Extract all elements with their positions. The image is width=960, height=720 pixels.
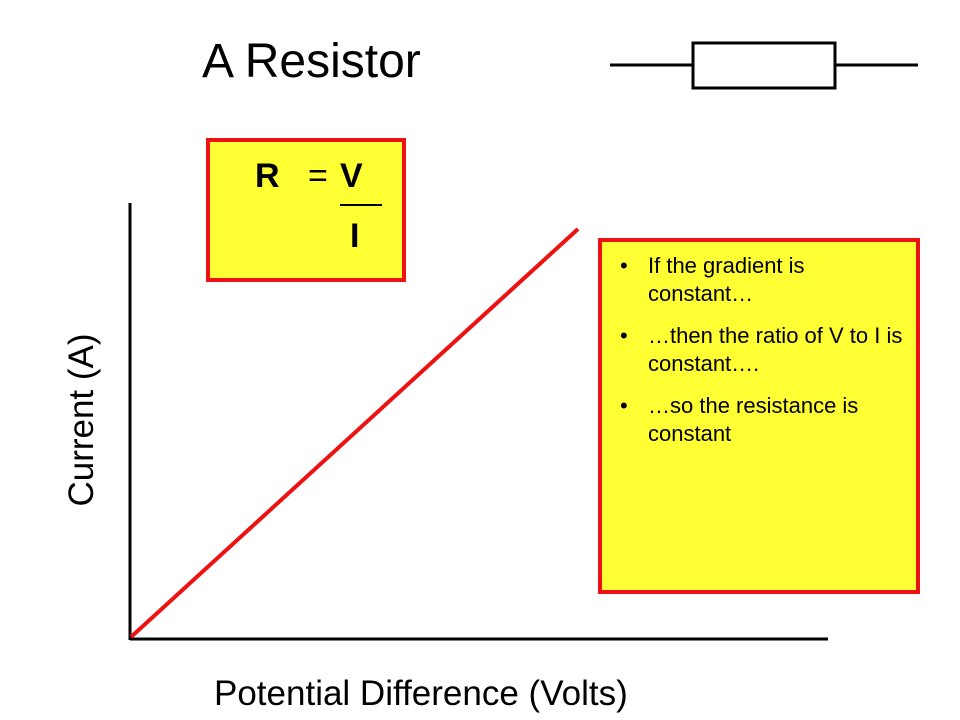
fraction-bar [340, 204, 382, 206]
resistor-symbol [610, 41, 918, 90]
note-text: …then the ratio of V to I is constant…. [648, 323, 903, 376]
formula-denominator: I [350, 217, 360, 255]
note-item: • If the gradient is constant… [614, 252, 904, 308]
y-axis-label: Current (A) [62, 333, 101, 507]
current-voltage-line [129, 227, 580, 639]
slide-title: A Resistor [202, 35, 421, 88]
note-text: …so the resistance is constant [648, 393, 859, 446]
bullet-icon: • [620, 393, 628, 418]
note-item: • …then the ratio of V to I is constant…… [614, 322, 904, 378]
formula-box: R = V I [206, 138, 406, 282]
notes-list: • If the gradient is constant… • …then t… [602, 242, 916, 448]
formula-r: R [255, 157, 280, 195]
note-item: • …so the resistance is constant [614, 392, 904, 448]
bullet-icon: • [620, 323, 628, 348]
x-axis-label: Potential Difference (Volts) [214, 674, 628, 713]
bullet-icon: • [620, 253, 628, 278]
formula-equals: = [308, 157, 328, 195]
notes-box: • If the gradient is constant… • …then t… [598, 238, 920, 594]
formula-numerator: V [340, 157, 363, 195]
note-text: If the gradient is constant… [648, 253, 805, 306]
resistor-body [691, 41, 837, 90]
